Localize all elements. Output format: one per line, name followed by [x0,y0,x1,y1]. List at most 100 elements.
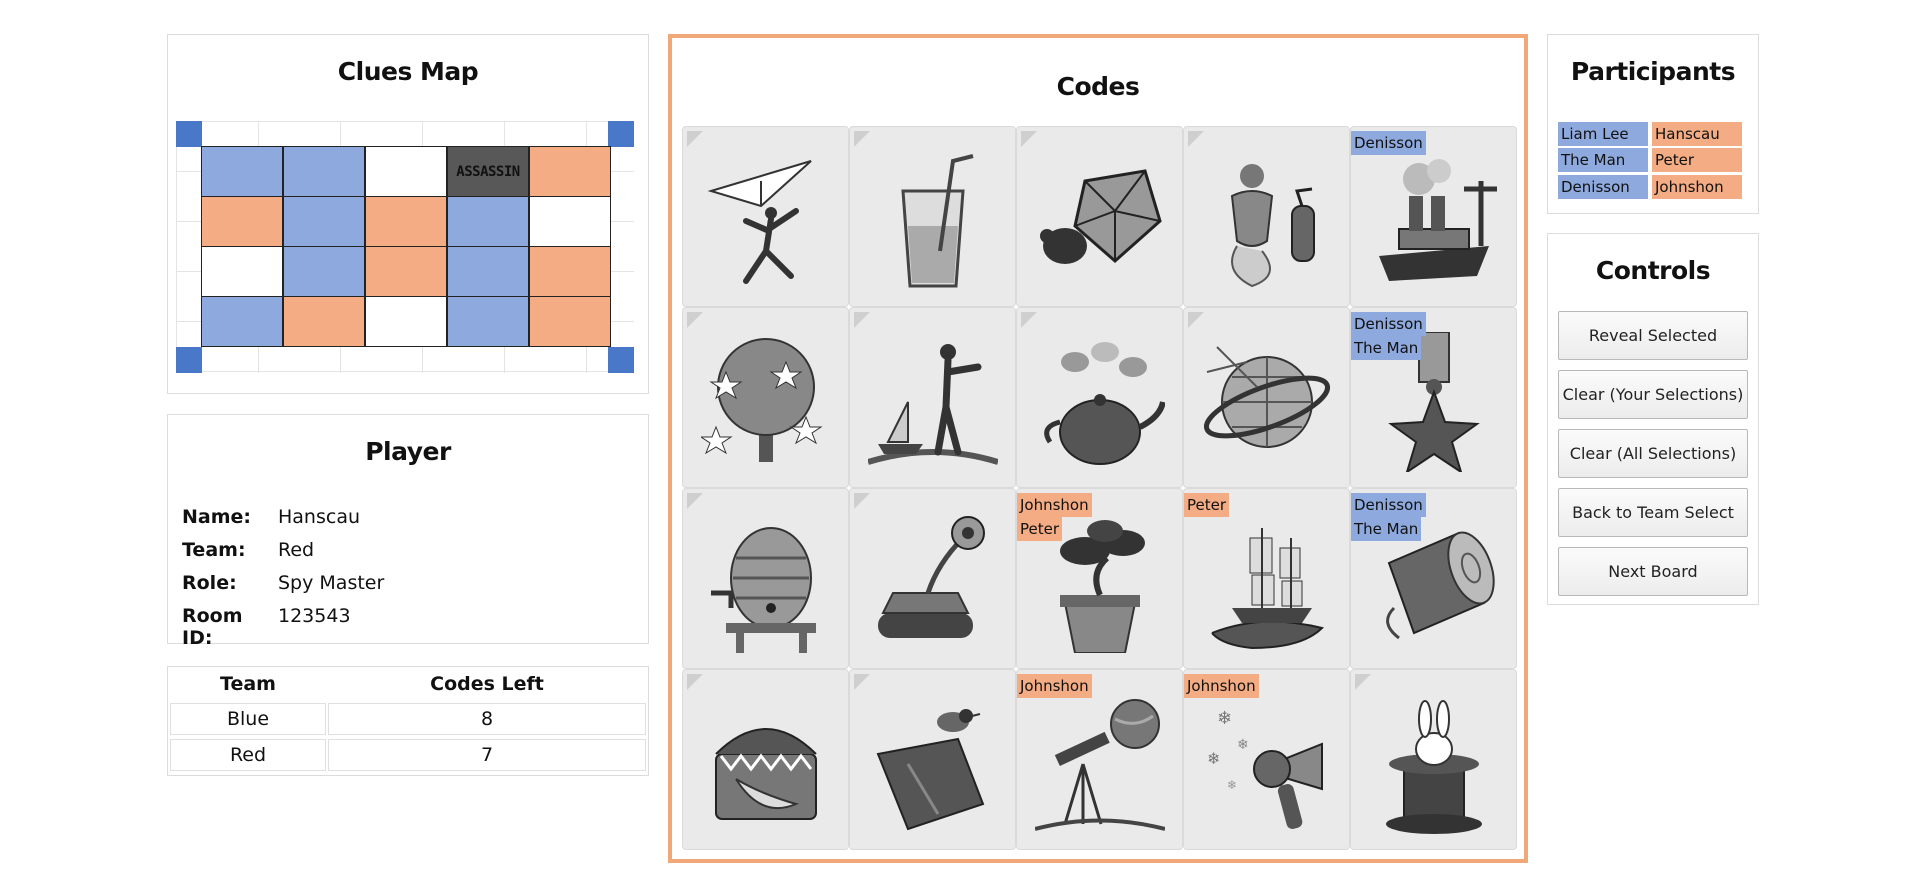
code-card[interactable] [682,669,849,850]
card-corner-fold [687,493,703,509]
player-room-label: Room ID: [182,605,243,649]
selection-tag: Peter [1017,517,1063,541]
code-card[interactable] [849,669,1016,850]
code-card[interactable] [1183,126,1350,307]
code-card[interactable] [849,488,1016,669]
code-card[interactable] [849,307,1016,488]
code-card[interactable]: Denisson [1350,126,1517,307]
participant-red: Peter [1652,148,1742,172]
code-card[interactable] [1016,126,1183,307]
clues-map-title: Clues Map [337,57,479,86]
table-header-codes-left: Codes Left [430,673,544,695]
player-role-value: Spy Master [278,572,385,594]
map-cell-red [529,246,611,297]
player-name-value: Hanscau [278,506,361,528]
map-cell-red [365,246,447,297]
controls-title: Controls [1595,256,1711,285]
map-cell-red [529,146,611,197]
card-selection-tags: Johnshon [1184,674,1259,698]
code-card[interactable]: Johnshon [1016,669,1183,850]
card-corner-fold [687,131,703,147]
code-card[interactable]: ❄❄❄❄Johnshon [1183,669,1350,850]
svg-text:❄: ❄ [1217,708,1232,729]
selection-tag: The Man [1351,336,1422,360]
map-cell-blue [283,146,365,197]
map-cell-blue [447,246,529,297]
card-corner-fold [1355,674,1371,690]
player-role-label: Role: [182,572,237,594]
back-to-team-select-button[interactable]: Back to Team Select [1558,488,1748,537]
clues-map-panel: Clues Map ASSASSIN [167,34,649,394]
card-corner-fold [1188,131,1204,147]
selection-tag: The Man [1351,517,1422,541]
code-card[interactable] [682,126,849,307]
table-cell-codes-left: 8 [328,703,646,735]
code-card[interactable] [682,307,849,488]
table-header-team: Team [220,673,276,695]
participant-blue: Denisson [1558,175,1648,199]
map-cell-blue [201,146,283,197]
map-cell-white [365,146,447,197]
code-card[interactable] [682,488,849,669]
map-cell-blue [283,246,365,297]
map-cell-blue [283,196,365,247]
player-room-value: 123543 [278,605,351,627]
card-corner-fold [854,131,870,147]
clear-your-selections-button[interactable]: Clear (Your Selections) [1558,370,1748,419]
svg-text:❄: ❄ [1227,778,1237,792]
clues-map-grid: ASSASSIN [176,121,634,373]
next-board-button[interactable]: Next Board [1558,547,1748,596]
participant-red: Johnshon [1652,175,1742,199]
card-corner-fold [1021,131,1037,147]
selection-tag: Johnshon [1017,674,1092,698]
selection-tag: Denisson [1351,131,1426,155]
corner-marker [608,121,634,147]
map-cell-red [283,296,365,347]
card-corner-fold [854,312,870,328]
card-corner-fold [1188,312,1204,328]
card-selection-tags: Denisson [1351,131,1426,155]
map-cell-white [201,246,283,297]
map-cell-blue [201,296,283,347]
corner-marker [176,121,202,147]
player-team-label: Team: [182,539,246,561]
card-selection-tags: Johnshon [1017,674,1092,698]
map-cell-blue [447,296,529,347]
code-card[interactable] [1016,307,1183,488]
selection-tag: Peter [1184,493,1230,517]
svg-text:❄: ❄ [1237,737,1249,753]
card-corner-fold [854,674,870,690]
selection-tag: Johnshon [1017,493,1092,517]
player-name-label: Name: [182,506,252,528]
player-team-value: Red [278,539,315,561]
player-title: Player [365,437,451,466]
map-cell-assassin: ASSASSIN [447,146,529,197]
map-cell-white [365,296,447,347]
controls-panel: Controls Reveal Selected Clear (Your Sel… [1547,233,1759,605]
table-cell-team: Blue [170,703,326,735]
clear-all-selections-button[interactable]: Clear (All Selections) [1558,429,1748,478]
card-selection-tags: Peter [1184,493,1230,517]
map-cell-white [529,196,611,247]
selection-tag: Johnshon [1184,674,1259,698]
code-card[interactable] [1183,307,1350,488]
code-card[interactable]: Peter [1183,488,1350,669]
card-corner-fold [854,493,870,509]
card-corner-fold [1021,312,1037,328]
map-cell-red [529,296,611,347]
map-cell-red [201,196,283,247]
player-panel: Player Name: Hanscau Team: Red Role: Spy… [167,414,649,649]
table-cell-codes-left: 7 [328,739,646,771]
card-corner-fold [687,312,703,328]
codes-left-table: Team Codes Left Blue 8 Red 7 [167,666,649,776]
code-card[interactable] [849,126,1016,307]
participant-blue: Liam Lee [1558,122,1648,146]
reveal-selected-button[interactable]: Reveal Selected [1558,311,1748,360]
code-card[interactable] [1350,669,1517,850]
